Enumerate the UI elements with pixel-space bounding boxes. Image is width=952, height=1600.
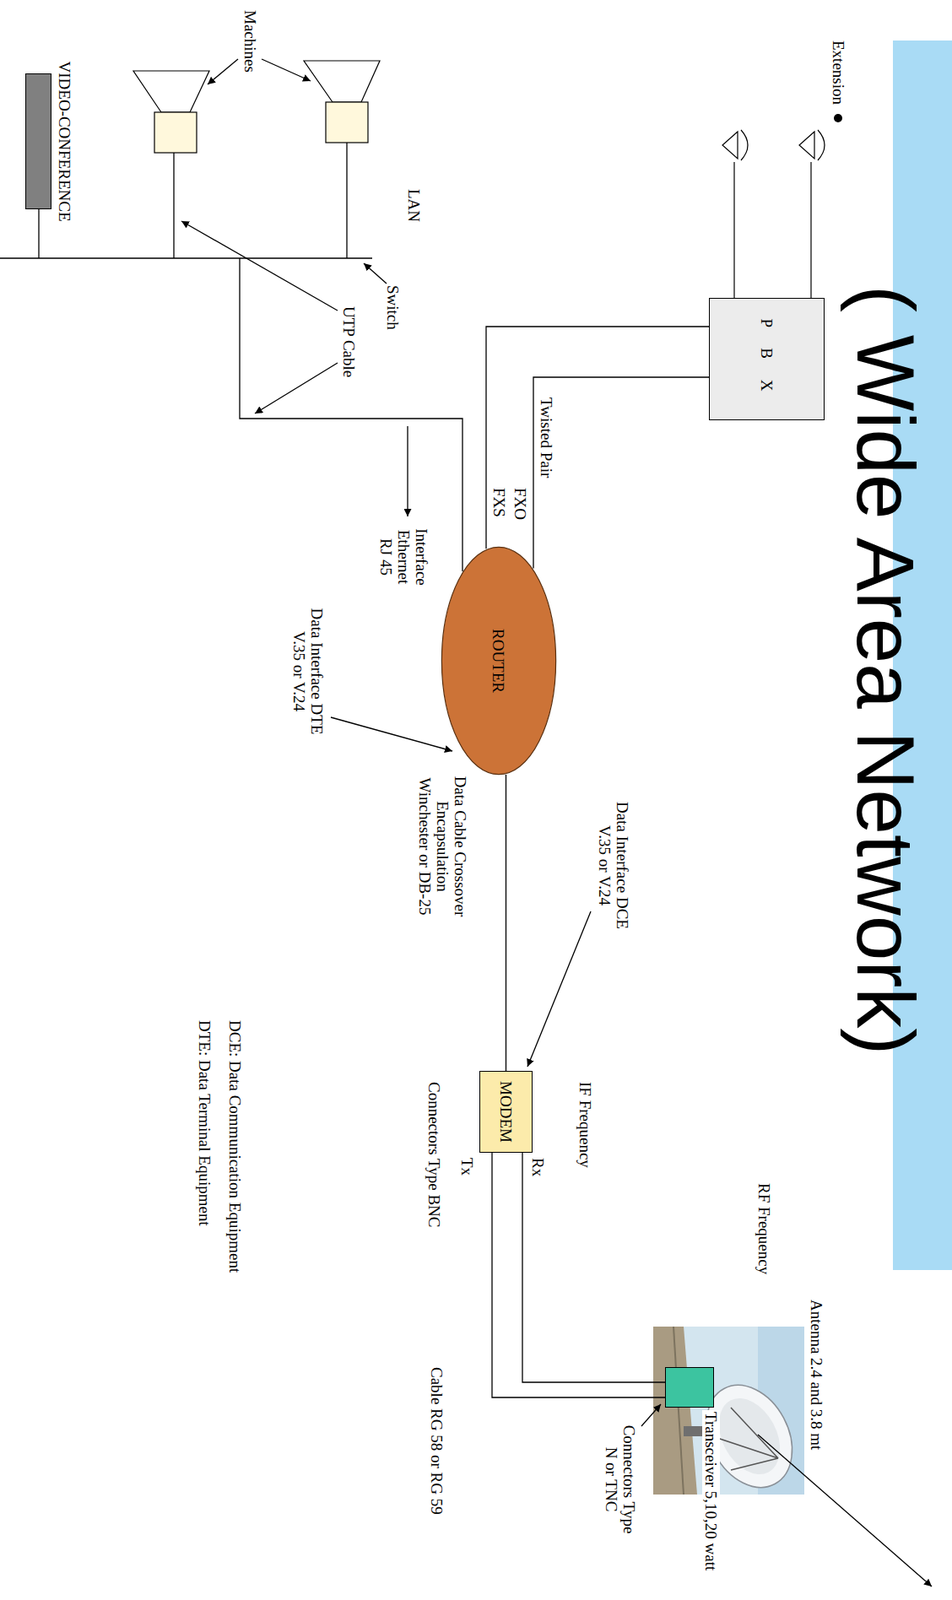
node-label: ROUTER: [490, 628, 509, 693]
callout-arrow: [330, 717, 453, 752]
callout-label: Twisted Pair: [537, 397, 556, 478]
callout-label: DTE: Data Terminal Equipment: [195, 1020, 214, 1227]
cable-connector: [533, 377, 709, 569]
callout-arrow: [527, 911, 591, 1067]
callout-label: Data Cable Crossover Encapsulation Winch…: [416, 766, 470, 927]
cable-connector: [522, 1152, 666, 1383]
node-label: VIDEO-CONFERENCE: [55, 59, 74, 224]
callout-label: Connectors Type BNC: [425, 1081, 444, 1228]
diagram-title: ( Wide Area Network): [844, 285, 926, 1055]
callout-arrow: [641, 1404, 661, 1427]
callout-label: FXS: [490, 487, 509, 518]
node-label: MODEM: [497, 1081, 515, 1143]
router-ellipse: ROUTER: [440, 546, 558, 776]
extension-dot: [833, 113, 843, 123]
utp-wire: [346, 142, 347, 259]
node-label: P B X: [757, 319, 776, 401]
router-ellipse-shape: [441, 546, 556, 774]
telephone-symbol: [722, 129, 748, 161]
callout-arrow: [406, 426, 408, 517]
callout-label: Machines: [241, 10, 260, 73]
callout-label: Cable RG 58 or RG 59: [427, 1367, 446, 1515]
ground: [653, 1326, 698, 1495]
callout-label: RF Frequency: [755, 1183, 774, 1275]
utp-wire: [37, 209, 39, 259]
callout-label: Extension: [829, 40, 848, 105]
pbx-box: P B X: [708, 297, 825, 421]
callout-arrow: [757, 1434, 932, 1587]
cable-connector: [486, 326, 709, 549]
phone-wire: [810, 162, 812, 298]
callout-label: Data Interface DCE V.35 or V.24: [595, 795, 632, 936]
modem-box: MODEM: [479, 1071, 533, 1153]
callout-arrow: [207, 59, 238, 85]
callout-arrow: [181, 221, 338, 311]
node-label: Transceiver 5,10,20 watt: [702, 1410, 720, 1573]
callout-label: Data Interface DTE V.35 or V.24: [290, 601, 326, 742]
cable-connector: [492, 1152, 666, 1398]
feed-arm: [712, 1407, 779, 1471]
callout-label: Tx: [458, 1157, 476, 1176]
callout-arrow: [254, 362, 338, 414]
callout-label: FXO: [511, 487, 530, 520]
ground-edge: [673, 1326, 684, 1495]
machine-monitor: [303, 60, 380, 103]
callout-label: DCE: Data Communication Equipment: [226, 1020, 244, 1273]
callout-arrow: [261, 59, 311, 82]
lan-switch-bus: [0, 257, 373, 259]
callout-label: Antenna 2.4 and 3.8 mt: [807, 1299, 826, 1450]
machine-monitor: [133, 70, 210, 113]
callout-label: Interface Ethernet RJ 45: [377, 523, 431, 591]
transceiver-box: Transceiver 5,10,20 watt: [665, 1367, 714, 1408]
videoconference-box: VIDEO-CONFERENCE: [25, 73, 52, 210]
telephone-symbol: [799, 129, 825, 161]
callout-arrow: [363, 263, 387, 284]
antenna-photo: [653, 1326, 805, 1495]
utp-wire: [173, 152, 174, 259]
callout-label: Switch: [384, 285, 402, 330]
cable-connector: [505, 774, 507, 1071]
callout-label: Connectors Type N or TNC: [602, 1417, 639, 1542]
callout-label: IF Frequency: [576, 1081, 595, 1169]
phone-wire: [733, 162, 735, 298]
callout-label: LAN: [405, 189, 423, 222]
machine-screen: [154, 112, 197, 153]
callout-label: UTP Cable: [340, 306, 358, 378]
ethernet-wire: [239, 258, 463, 572]
machine-screen: [325, 102, 368, 143]
callout-label: Rx: [529, 1157, 547, 1177]
